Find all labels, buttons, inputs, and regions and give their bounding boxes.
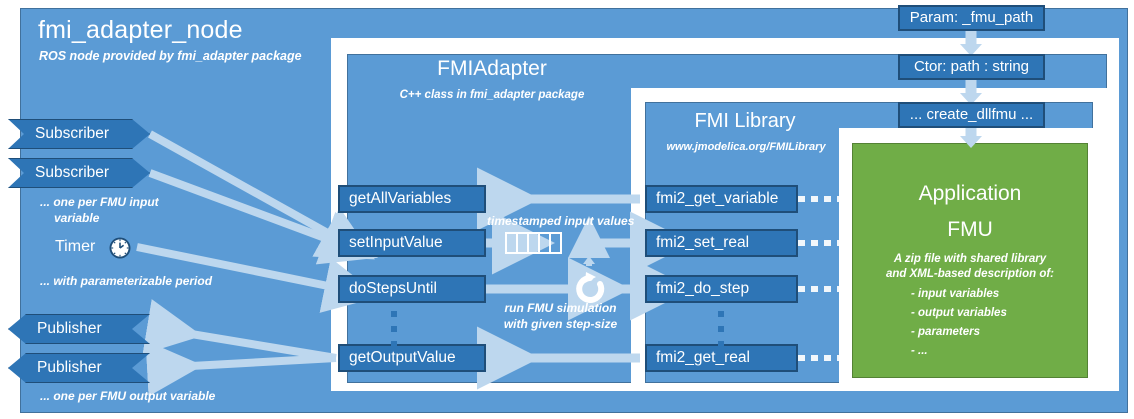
fmu-item-0: - input variables	[911, 288, 1000, 300]
create-dllfmu-box[interactable]: ... create_dllfmu ...	[898, 102, 1045, 128]
adapter-ellipsis	[391, 311, 397, 356]
function-fmi2-get-real[interactable]: fmi2_get_real	[645, 344, 798, 372]
fmu-title-line1: Application	[918, 182, 1022, 205]
function-fmi2-get-real-label: fmi2_get_real	[656, 349, 750, 366]
function-fmi2-get-variable[interactable]: fmi2_get_variable	[645, 185, 798, 213]
subscriber-chevron-2[interactable]: Subscriber	[8, 158, 150, 188]
function-fmi2-do-step[interactable]: fmi2_do_step	[645, 275, 798, 303]
node-subtitle: ROS node provided by fmi_adapter package	[39, 49, 302, 63]
method-setinputvalue[interactable]: setInputValue	[338, 229, 486, 257]
library-title: FMI Library	[694, 110, 796, 132]
fmu-item-2: - parameters	[911, 326, 981, 338]
adapter-subtitle: C++ class in fmi_adapter package	[399, 89, 585, 101]
fmu-desc-line1: A zip file with shared library	[893, 253, 1047, 265]
subscriber-label-2: Subscriber	[35, 164, 110, 181]
subscriber-label-1: Subscriber	[35, 125, 110, 142]
fmu-desc-line2: and XML-based description of:	[885, 268, 1055, 280]
subscriber-note-line1: ... one per FMU input	[40, 195, 159, 209]
method-getallvariables-label: getAllVariables	[349, 190, 452, 207]
method-setinputvalue-label: setInputValue	[349, 234, 443, 251]
subscriber-note-line2: variable	[54, 211, 100, 225]
method-dostepsuntil-label: doStepsUntil	[349, 280, 437, 297]
timer-note: ... with parameterizable period	[40, 274, 213, 288]
publisher-label-2: Publisher	[37, 359, 102, 376]
function-fmi2-do-step-label: fmi2_do_step	[656, 280, 750, 297]
fmu-item-1: - output variables	[911, 307, 1007, 319]
simulation-loop-line1: run FMU simulation	[504, 301, 617, 315]
method-dostepsuntil[interactable]: doStepsUntil	[338, 275, 486, 303]
publisher-chevron-1[interactable]: Publisher	[8, 314, 150, 344]
input-value-buffer	[505, 232, 562, 254]
method-getoutputvalue-label: getOutputValue	[349, 349, 456, 366]
buffer-label: timestamped input values	[487, 214, 635, 228]
simulation-loop-line2: with given step-size	[503, 317, 618, 331]
function-fmi2-set-real[interactable]: fmi2_set_real	[645, 229, 798, 257]
fmu-item-3: - ...	[911, 345, 928, 357]
page-title: fmi_adapter_node	[38, 16, 243, 44]
simulation-loop-label: run FMU simulation with given step-size	[483, 300, 638, 332]
application-fmu-box: Application FMU A zip file with shared l…	[852, 143, 1088, 378]
publisher-label-1: Publisher	[37, 320, 102, 337]
subscriber-chevron-1[interactable]: Subscriber	[8, 119, 150, 149]
param-fmu-path-box[interactable]: Param: _fmu_path	[898, 5, 1045, 31]
method-getallvariables[interactable]: getAllVariables	[338, 185, 486, 213]
ctor-path-string-box[interactable]: Ctor: path : string	[898, 54, 1045, 80]
subscriber-note: ... one per FMU input variable	[40, 194, 200, 226]
adapter-title: FMIAdapter	[437, 57, 547, 80]
function-fmi2-get-variable-label: fmi2_get_variable	[656, 190, 779, 207]
ctor-path-string-label: Ctor: path : string	[913, 58, 1030, 75]
method-getoutputvalue[interactable]: getOutputValue	[338, 344, 486, 372]
clock-icon	[109, 237, 131, 259]
fmu-title-line2: FMU	[947, 218, 993, 241]
create-dllfmu-label: ... create_dllfmu ...	[909, 106, 1034, 123]
library-ellipsis	[718, 311, 724, 356]
timer-label: Timer	[55, 238, 96, 255]
publisher-note: ... one per FMU output variable	[40, 389, 216, 403]
publisher-chevron-2[interactable]: Publisher	[8, 353, 150, 383]
param-fmu-path-label: Param: _fmu_path	[909, 9, 1034, 26]
library-subtitle: www.jmodelica.org/FMILibrary	[666, 141, 826, 153]
function-fmi2-set-real-label: fmi2_set_real	[656, 234, 750, 251]
